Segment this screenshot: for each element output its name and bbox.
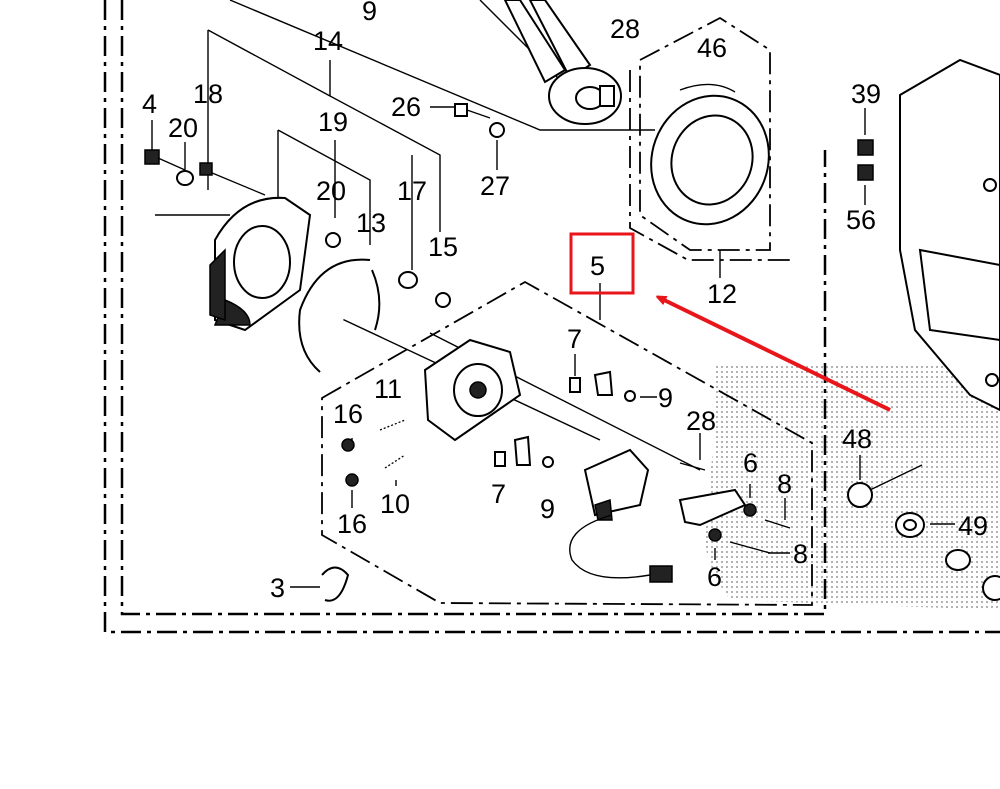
label-49[interactable]: 49 [958, 511, 988, 541]
bolt-4 [144, 149, 186, 171]
washer-20-left [176, 170, 194, 186]
label-12[interactable]: 12 [707, 279, 737, 309]
label-9-top[interactable]: 9 [362, 0, 377, 26]
bolt-18 [199, 162, 266, 196]
label-28-top[interactable]: 28 [610, 14, 640, 44]
bolt-48 [847, 464, 923, 508]
bracket-7-lower [494, 435, 554, 468]
label-26[interactable]: 26 [391, 92, 421, 122]
label-8-lower[interactable]: 8 [793, 539, 808, 569]
nut-15 [435, 292, 451, 308]
callout-arrow [660, 298, 891, 412]
snap-ring [298, 258, 381, 373]
highlight-box-5[interactable] [569, 232, 635, 295]
nut-16-upper [341, 438, 355, 452]
lever-arm [678, 462, 791, 554]
label-28-mid[interactable]: 28 [686, 406, 716, 436]
label-7-upper[interactable]: 7 [567, 324, 582, 354]
label-19[interactable]: 19 [318, 107, 348, 137]
sensor-harness [569, 448, 673, 583]
nut-16-lower [345, 473, 359, 487]
label-48[interactable]: 48 [842, 424, 872, 454]
label-9-upper[interactable]: 9 [658, 383, 673, 413]
label-5[interactable]: 5 [590, 251, 605, 281]
actuator-body [423, 338, 522, 442]
housing-cover [209, 196, 312, 332]
label-6-lower[interactable]: 6 [707, 562, 722, 592]
bearing-ring [650, 83, 770, 226]
label-18[interactable]: 18 [193, 79, 223, 109]
washers-right [945, 549, 1000, 601]
label-20-mid[interactable]: 20 [316, 176, 346, 206]
label-9-lower[interactable]: 9 [540, 494, 555, 524]
label-13[interactable]: 13 [356, 208, 386, 238]
label-14[interactable]: 14 [313, 26, 343, 56]
label-16-upper[interactable]: 16 [333, 399, 363, 429]
label-10[interactable]: 10 [380, 489, 410, 519]
label-15[interactable]: 15 [428, 232, 458, 262]
label-27[interactable]: 27 [480, 171, 510, 201]
clip-56 [857, 164, 874, 181]
label-6-upper[interactable]: 6 [743, 448, 758, 478]
group-box-12 [629, 16, 790, 261]
label-16-lower[interactable]: 16 [337, 509, 367, 539]
clip-3 [321, 566, 350, 602]
washer-17 [398, 271, 418, 289]
nut-49 [895, 512, 925, 538]
label-56[interactable]: 56 [846, 205, 876, 235]
washer-27 [489, 122, 505, 138]
label-11[interactable]: 11 [374, 374, 402, 404]
connecting-rod [503, 0, 622, 125]
label-20-left[interactable]: 20 [168, 113, 198, 143]
right-housing [899, 58, 1000, 412]
washer-20-mid [325, 232, 341, 248]
outer-frame [103, 0, 1000, 634]
label-3[interactable]: 3 [270, 573, 285, 603]
label-17[interactable]: 17 [397, 176, 427, 206]
group-box-5 [321, 280, 813, 606]
spring-10 [384, 454, 406, 469]
leader-lines [151, 0, 955, 588]
bolt-26 [454, 103, 491, 119]
spring-11 [379, 419, 406, 431]
label-7-lower[interactable]: 7 [491, 479, 506, 509]
part-labels: 9 28 14 18 4 20 19 26 46 27 20 13 17 15 … [142, 0, 988, 603]
label-39[interactable]: 39 [851, 79, 881, 109]
clip-39 [857, 139, 874, 156]
label-4[interactable]: 4 [142, 89, 157, 119]
label-46[interactable]: 46 [697, 33, 727, 63]
bracket-7-upper [569, 370, 636, 402]
label-8-upper[interactable]: 8 [777, 469, 792, 499]
